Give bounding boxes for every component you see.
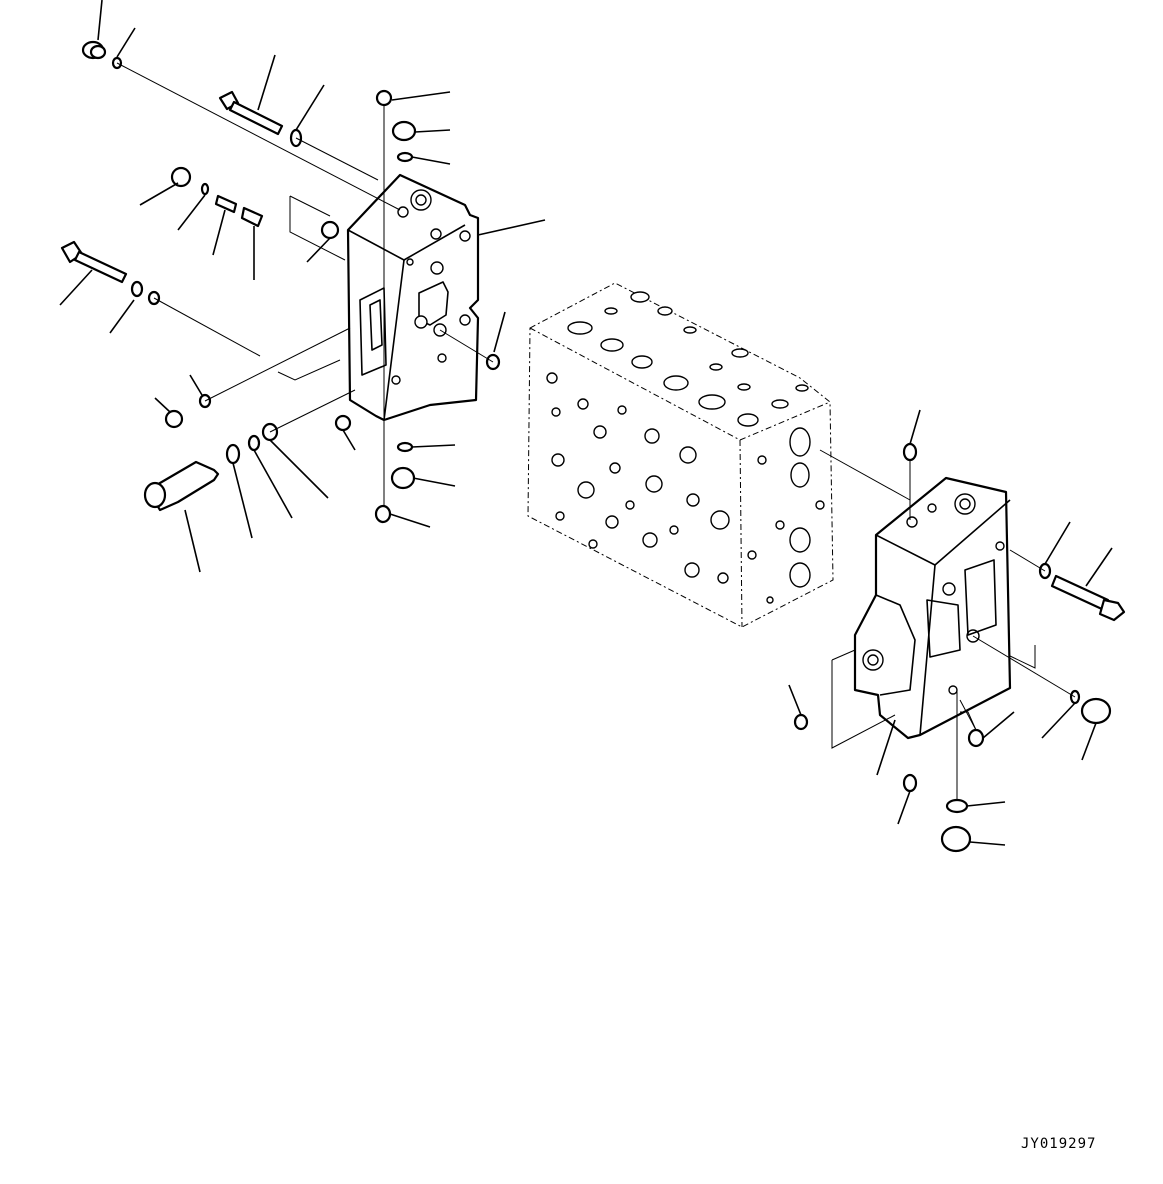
valve-body-top-ports [567,291,809,427]
left-cartridge-valve [143,422,279,512]
left-plug-2 [170,166,340,240]
left-top-right-fittings [374,89,417,524]
right-side-parts [793,442,1126,853]
main-valve-body [527,282,834,628]
left-long-bolt-mid [60,240,161,306]
drawing-code-label: JY019297 [1021,1136,1097,1152]
valve-body-front-ports [546,372,730,584]
right-section-block [853,476,1012,740]
left-section-block [346,173,480,422]
left-top-plug [81,40,123,70]
valve-body-side-ports [747,427,825,604]
leader-lines [59,0,1113,846]
